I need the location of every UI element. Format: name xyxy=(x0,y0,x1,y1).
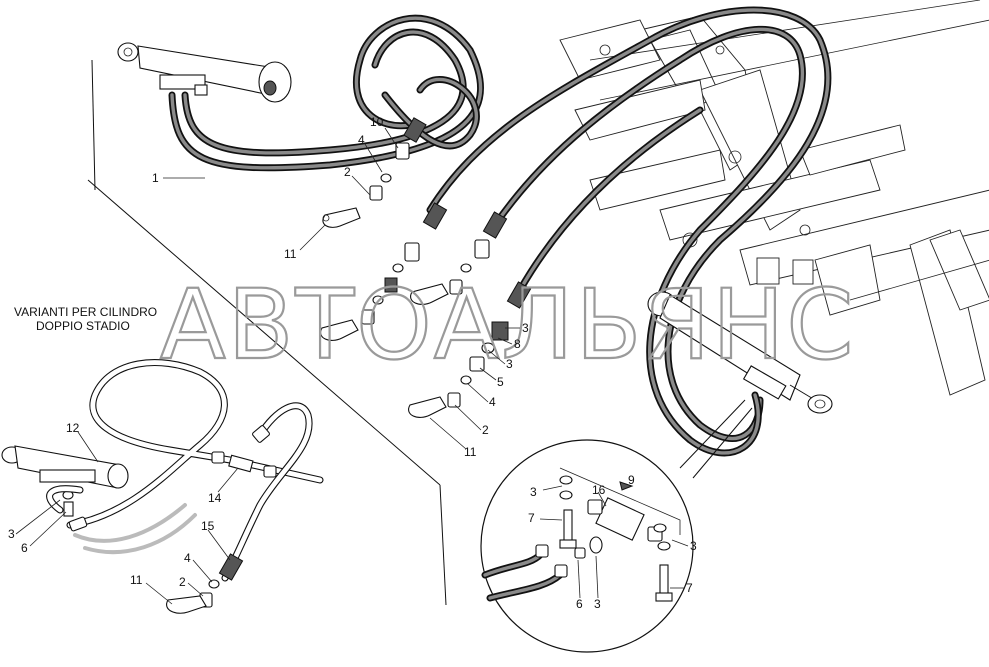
callout-3-detail-top: 3 xyxy=(530,485,537,499)
callout-1: 1 xyxy=(152,171,159,185)
callout-2-low: 2 xyxy=(179,575,186,589)
callout-3-detail-low: 3 xyxy=(594,597,601,611)
callout-16: 16 xyxy=(592,483,606,497)
callout-5: 5 xyxy=(497,375,504,389)
top-cylinder xyxy=(117,42,292,103)
variant-hoses xyxy=(46,359,324,614)
callout-14: 14 xyxy=(208,491,222,505)
rear-cylinder xyxy=(647,291,833,414)
callout-7-detail: 7 xyxy=(528,511,535,525)
detail-view xyxy=(480,399,753,653)
section-divider-lines xyxy=(87,59,447,606)
callout-11-low: 11 xyxy=(130,573,143,587)
callout-4-top: 4 xyxy=(358,133,365,147)
top-hose-pair xyxy=(168,14,485,172)
variant-caption-line-1: VARIANTI PER CILINDRO xyxy=(14,305,157,319)
callout-12: 12 xyxy=(66,421,80,435)
long-hose-pair xyxy=(426,6,832,457)
callout-11-top: 11 xyxy=(284,247,297,261)
callout-6-left: 6 xyxy=(21,541,28,555)
callout-3-left: 3 xyxy=(8,527,15,541)
callout-9: 9 xyxy=(628,473,635,487)
fitting-column-top xyxy=(322,117,427,228)
callout-15: 15 xyxy=(201,519,215,533)
watermark-text: АВТОАЛЬЯНС xyxy=(160,269,855,381)
callout-4-low: 4 xyxy=(184,551,191,565)
fitting-column-mid xyxy=(410,211,508,305)
callout-10: 10 xyxy=(370,115,384,129)
variant-caption-line-2: DOPPIO STADIO xyxy=(36,319,130,333)
callout-3-detail-right: 3 xyxy=(690,539,697,553)
callout-6-detail: 6 xyxy=(576,597,583,611)
callout-8: 8 xyxy=(514,337,521,351)
fitting-column-right xyxy=(408,281,532,418)
variant-cylinder xyxy=(1,445,129,517)
callout-11-mid: 11 xyxy=(464,445,477,459)
callout-2-top: 2 xyxy=(344,165,351,179)
callout-labels: 1 10 4 2 11 3 8 3 5 4 2 11 12 3 6 14 15 … xyxy=(8,115,697,611)
leader-lines xyxy=(15,127,689,605)
callout-2-mid: 2 xyxy=(482,423,489,437)
callout-3-mid2: 3 xyxy=(506,357,513,371)
fitting-column-left xyxy=(320,202,448,341)
callout-7-detail-low: 7 xyxy=(686,581,693,595)
callout-3-mid: 3 xyxy=(522,321,529,335)
callout-4-mid: 4 xyxy=(489,395,496,409)
